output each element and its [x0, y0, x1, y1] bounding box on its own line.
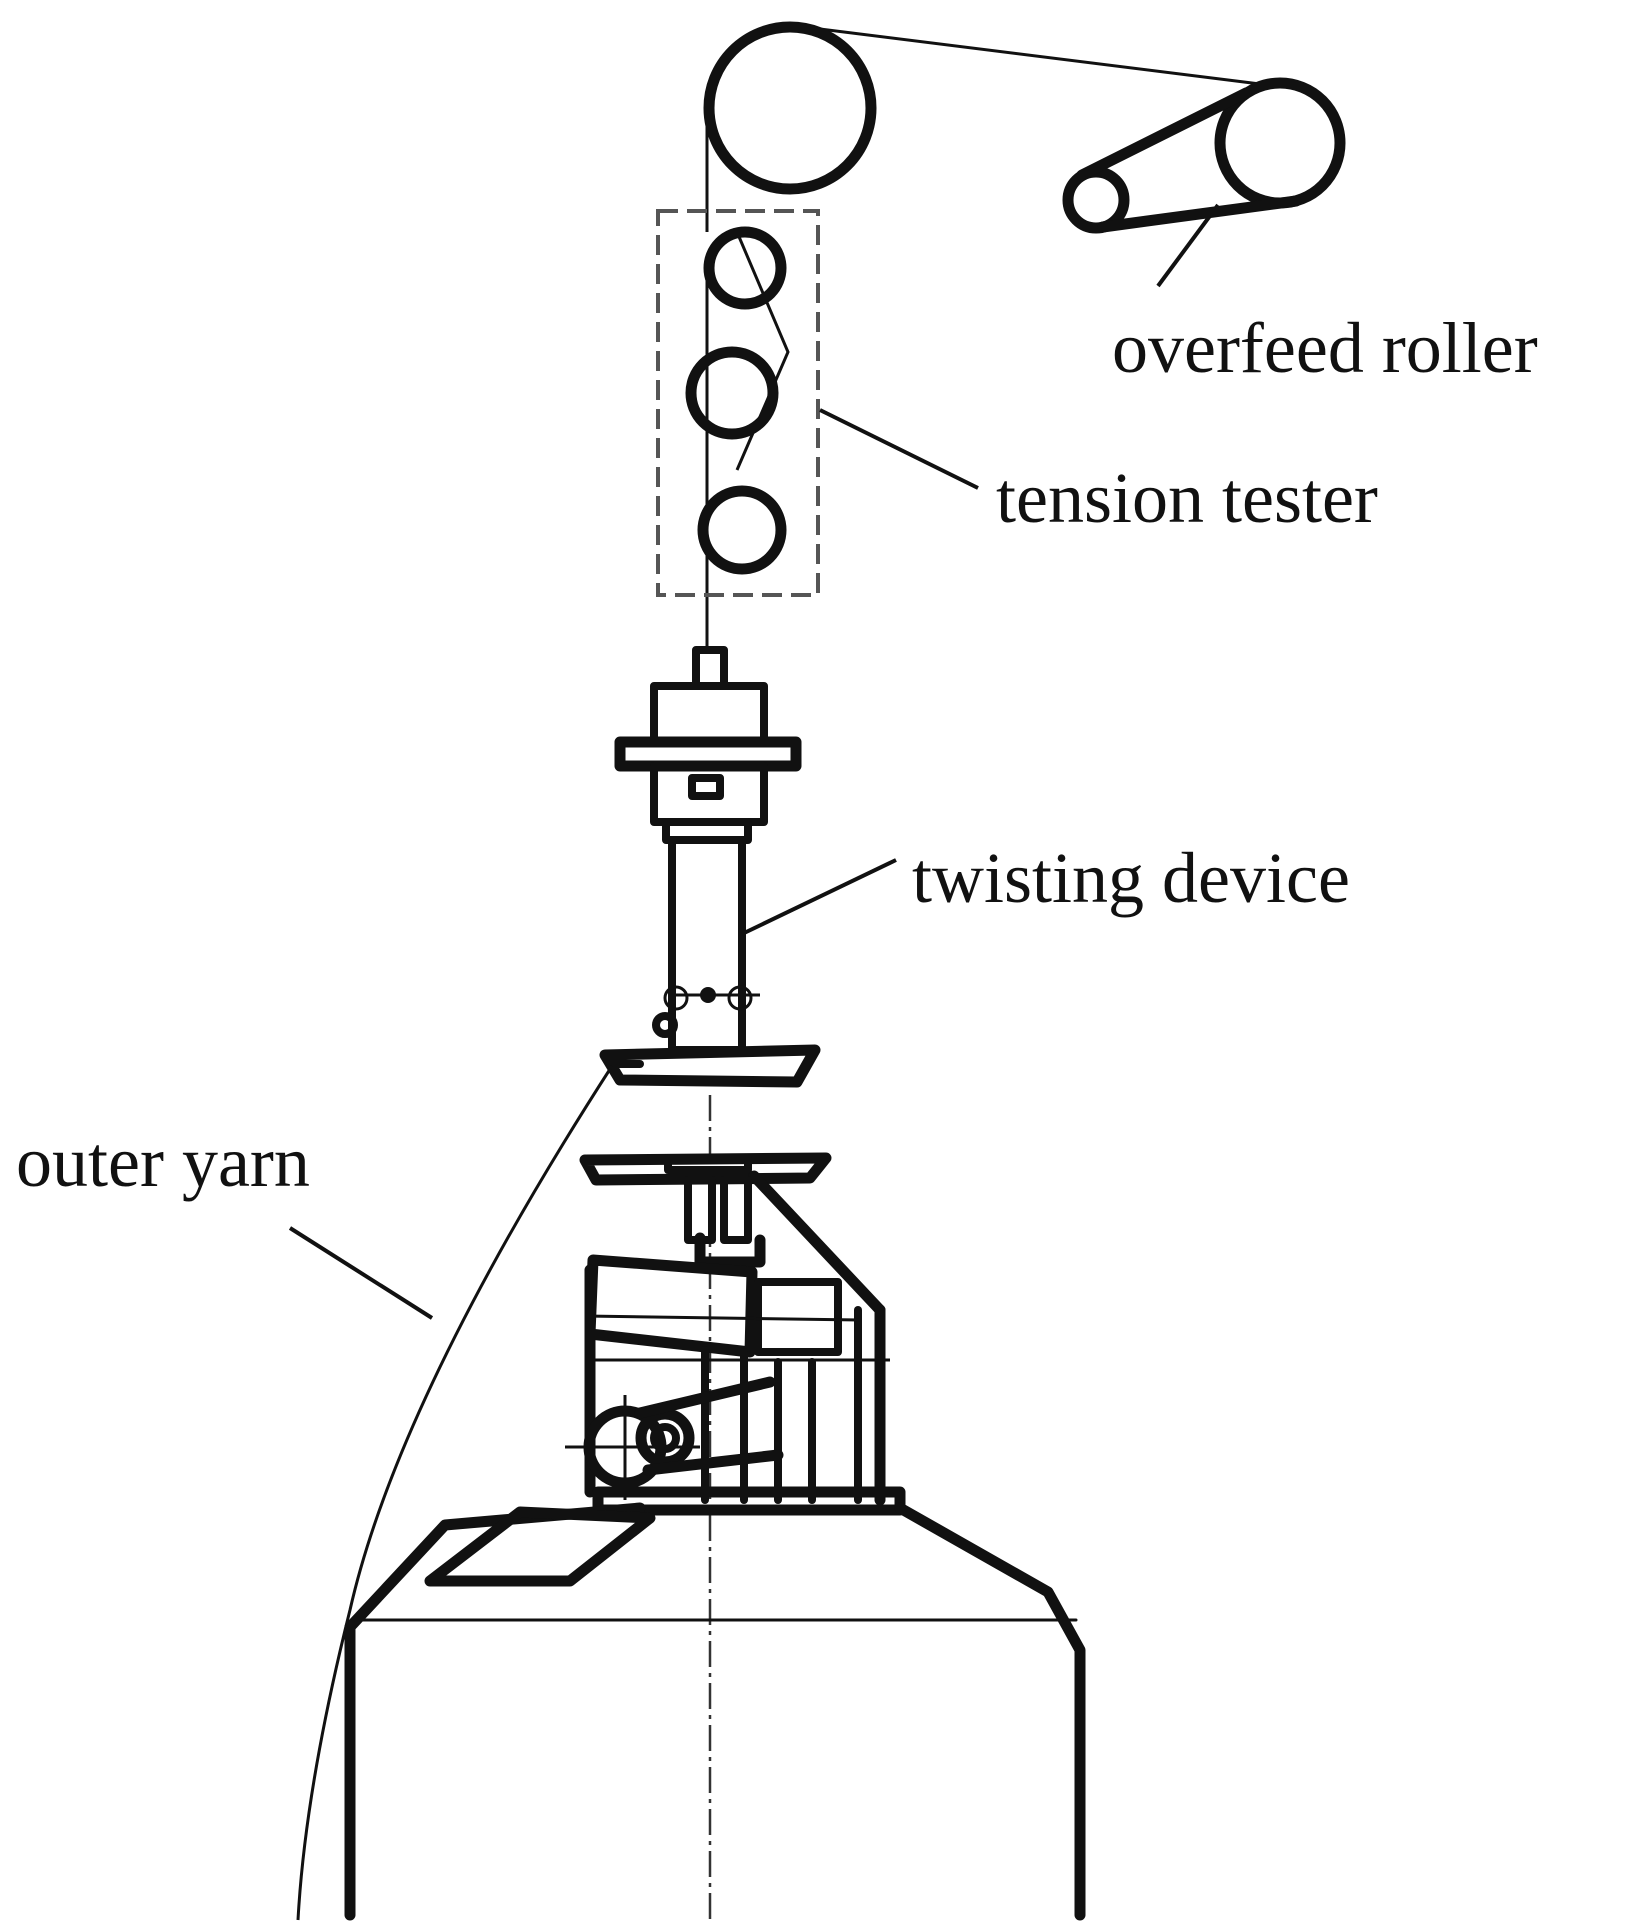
twisting-device-label: twisting device [912, 838, 1350, 918]
outer-yarn-leader [288, 1226, 434, 1320]
top-guide-roller [703, 21, 877, 195]
tension-tester [656, 209, 820, 597]
tension-tester-label: tension tester [996, 458, 1378, 538]
yarn-package-housing [344, 1502, 1086, 1921]
overfeed-roller-leader [1156, 203, 1220, 288]
spindle-pivot [700, 987, 716, 1003]
overfeed-roller [1062, 77, 1346, 234]
outer-yarn-path [296, 1065, 614, 1921]
tension-tester-leader [819, 408, 979, 490]
outer-yarn-label: outer yarn [16, 1122, 310, 1202]
drive-mechanism [565, 1152, 906, 1516]
twisting-device [599, 646, 821, 1088]
overfeed-roller-label: overfeed roller [1112, 308, 1538, 388]
twisting-device-leader [741, 858, 897, 936]
